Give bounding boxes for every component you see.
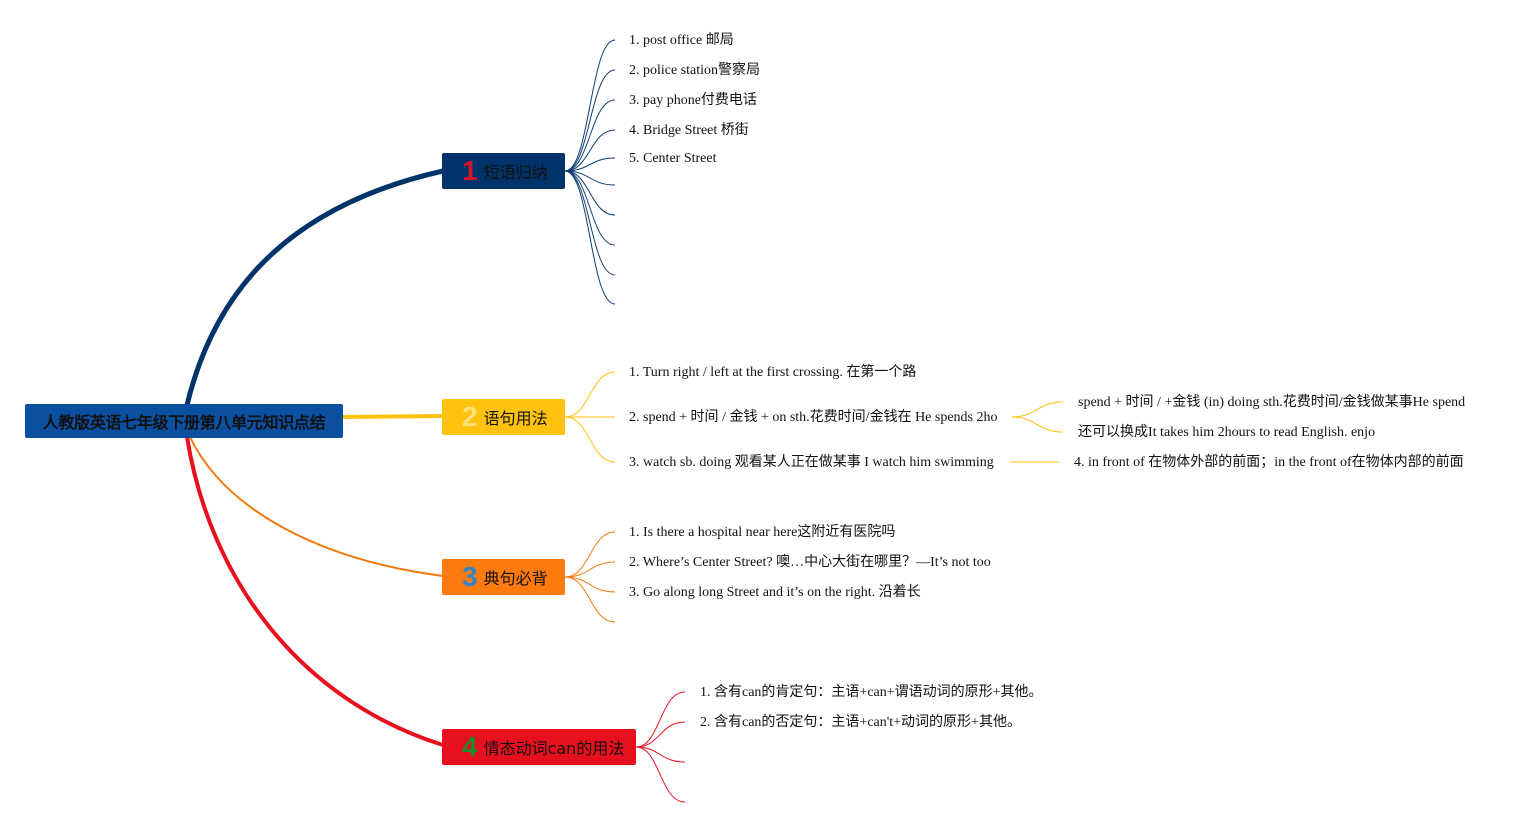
leaf-phrase[interactable]: 5. Center Street (629, 151, 717, 166)
leaf-usage[interactable]: 1. Turn right / left at the first crossi… (629, 365, 917, 380)
connector-root-branch4 (185, 436, 444, 747)
root-node[interactable]: 人教版英语七年级下册第八单元知识点结 (25, 404, 343, 438)
leaf-usage-sub[interactable]: spend + 时间 / +金钱 (in) doing sth.花费时间/金钱做… (1078, 395, 1466, 410)
leaf-sentence[interactable]: 1. Is there a hospital near here这附近有医院吗 (629, 525, 896, 540)
leaf-sentence[interactable]: 3. Go along long Street and it’s on the … (629, 585, 921, 600)
branch-label: 短语归纳 (483, 163, 548, 182)
leaf-phrase[interactable]: 4. Bridge Street 桥街 (629, 123, 749, 138)
branch-node-phrases[interactable]: 1 短语归纳 (442, 153, 565, 189)
root-label: 人教版英语七年级下册第八单元知识点结 (42, 413, 326, 432)
branch-label: 情态动词can的用法 (483, 739, 625, 758)
connectors-branch2 (564, 371, 1064, 463)
branch-label: 语句用法 (483, 409, 548, 428)
leaf-sentence[interactable]: 2. Where’s Center Street? 噢…中心大街在哪里？—It’… (629, 555, 991, 570)
leaf-phrase[interactable]: 2. police station警察局 (629, 63, 761, 78)
branch-number-3: 3 (462, 561, 478, 592)
branch-number-1: 1 (462, 155, 478, 186)
connectors-branch3 (564, 531, 616, 623)
branch-node-key-sentences[interactable]: 3 典句必背 (442, 559, 565, 595)
branch-number-4: 4 (462, 731, 478, 762)
leaf-usage-sub[interactable]: 4. in front of 在物体外部的前面；in the front of在… (1074, 455, 1464, 470)
leaf-modal[interactable]: 2. 含有can的否定句：主语+can't+动词的原形+其他。 (700, 715, 1021, 730)
leaf-modal[interactable]: 1. 含有can的肯定句：主语+can+谓语动词的原形+其他。 (700, 685, 1043, 700)
leaf-usage[interactable]: 2. spend + 时间 / 金钱 + on sth.花费时间/金钱在 He … (629, 410, 998, 425)
branch-node-usage[interactable]: 2 语句用法 (442, 399, 565, 435)
branch-number-2: 2 (462, 401, 478, 432)
branch-label: 典句必背 (483, 569, 548, 588)
connector-root-branch1 (184, 168, 444, 406)
leaf-phrase[interactable]: 3. pay phone付费电话 (629, 93, 757, 108)
connectors-branch1 (564, 39, 616, 305)
leaf-usage[interactable]: 3. watch sb. doing 观看某人正在做某事 I watch him… (629, 455, 994, 470)
leaf-phrase[interactable]: 1. post office 邮局 (629, 33, 734, 48)
connector-root-branch2 (342, 414, 444, 419)
connector-root-branch3 (189, 436, 444, 577)
leaf-usage-sub[interactable]: 还可以换成It takes him 2hours to read English… (1078, 425, 1376, 440)
connectors-branch4 (635, 691, 686, 803)
branch-node-modal-can[interactable]: 4 情态动词can的用法 (442, 729, 636, 765)
